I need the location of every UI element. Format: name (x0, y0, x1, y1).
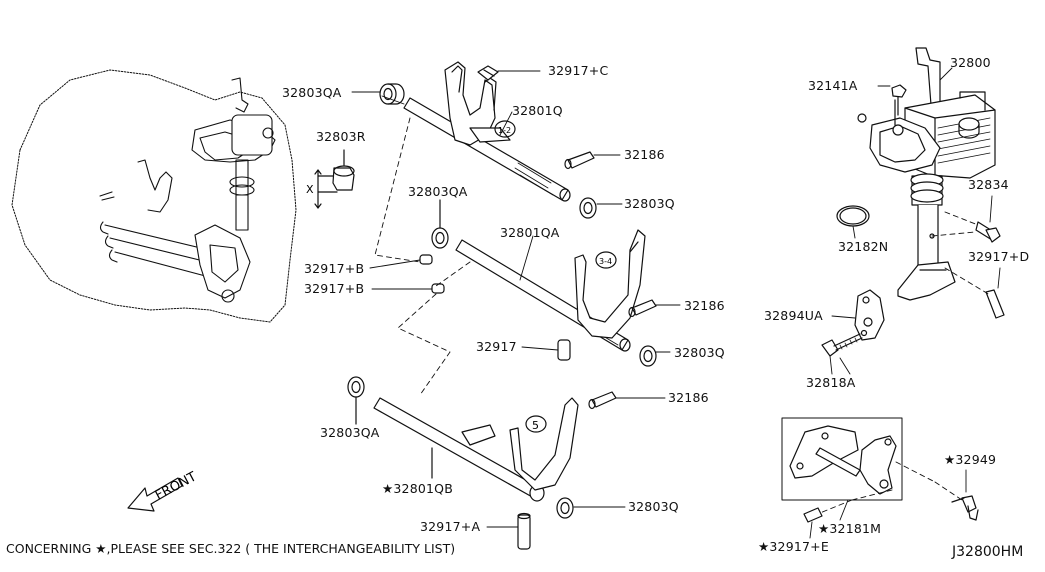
front-label: FRONT (153, 469, 199, 503)
part-label-32801Q: 32801Q (512, 103, 563, 118)
fork-mark-3-4 (595, 251, 617, 269)
bolt-32141A (877, 84, 907, 116)
guide-lines-middle (374, 95, 471, 396)
leader-lines-right (839, 67, 953, 521)
part-label-32181M: ★32181M (818, 521, 882, 536)
part-label-32949: ★32949 (944, 452, 997, 467)
diagram-code: J32800HM (952, 544, 1024, 560)
part-label-32186-3: 32186 (668, 390, 709, 405)
bracket-box-32181M (781, 417, 903, 501)
shift-assembly-in-case (99, 77, 276, 303)
part-label-32917E: ★32917+E (758, 539, 829, 554)
pin-32186-1 (564, 151, 595, 170)
part-label-32803Q-3: 32803Q (628, 499, 679, 514)
pin-32917B-2 (431, 283, 445, 294)
part-label-32803QA-low: 32803QA (320, 425, 380, 440)
bushing-32803QA-top (379, 83, 405, 105)
part-label-32803QA-mid: 32803QA (408, 184, 468, 199)
part-label-32800: 32800 (950, 55, 991, 70)
bracket-32894UA (831, 289, 885, 341)
shift-control-assembly-32800 (857, 47, 996, 301)
bushing-32803Q-3 (556, 497, 574, 519)
part-label-32186-1: 32186 (624, 147, 665, 162)
bushing-32803Q-2 (639, 345, 657, 367)
footer-note: CONCERNING ★,PLEASE SEE SEC.322 ( THE IN… (6, 541, 456, 556)
pin-32917 (557, 339, 571, 361)
part-label-32803QA-top: 32803QA (282, 85, 342, 100)
oring-32182N (836, 205, 870, 239)
pin-32186-3 (588, 391, 617, 410)
pin-32186-2 (628, 299, 657, 318)
bolt-32834 (975, 195, 1001, 243)
shift-rod-32801Q (403, 61, 571, 202)
part-label-32186-2: 32186 (684, 298, 725, 313)
fork-mark-5-text: 5 (532, 419, 539, 432)
part-label-32917A: 32917+A (420, 519, 481, 534)
part-label-32894UA: 32894UA (764, 308, 823, 323)
part-label-32834: 32834 (968, 177, 1009, 192)
pin-32917D (985, 267, 1005, 319)
part-label-32917D: 32917+D (968, 249, 1030, 264)
pin-32917B-1 (419, 254, 433, 265)
pin-32917A (517, 512, 531, 550)
pin-32917C (477, 65, 499, 81)
part-label-32917B-1: 32917+B (304, 261, 365, 276)
part-label-32803Q-2: 32803Q (674, 345, 725, 360)
part-label-32182N: 32182N (838, 239, 889, 254)
bushing-32803QA-mid (431, 199, 449, 249)
leader-lines (351, 70, 681, 528)
part-label-32801QB: ★32801QB (382, 481, 453, 496)
bolt-32818A (821, 333, 863, 375)
shift-rod-32801QA (455, 229, 646, 352)
fork-mark-1-2 (494, 120, 516, 138)
fork-mark-3-4-text: 3-4 (599, 257, 612, 266)
bushing-32803Q-1 (579, 197, 597, 219)
dimension-mark: X (306, 183, 314, 196)
part-label-32917B-2: 32917+B (304, 281, 365, 296)
bushing-32803QA-low (347, 376, 365, 425)
part-label-32917C: 32917+C (548, 63, 609, 78)
bolt-32949 (951, 469, 979, 521)
fork-mark-1-2-text: 1-2 (498, 126, 511, 135)
fork-mark-5 (525, 415, 547, 433)
part-label-32803Q-1: 32803Q (624, 196, 675, 211)
part-label-32818A: 32818A (806, 375, 856, 390)
guide-lines-right (931, 211, 991, 296)
guide-lines-box (814, 461, 969, 516)
front-arrow (127, 477, 183, 512)
part-label-32141A: 32141A (808, 78, 858, 93)
shift-rod-32801QB (373, 397, 579, 502)
pin-32917E (803, 507, 823, 539)
part-label-32803R: 32803R (316, 129, 366, 144)
bushing-32803R (314, 149, 355, 209)
part-label-32917: 32917 (476, 339, 517, 354)
part-label-32801QA: 32801QA (500, 225, 560, 240)
transmission-case-outline (11, 69, 297, 323)
